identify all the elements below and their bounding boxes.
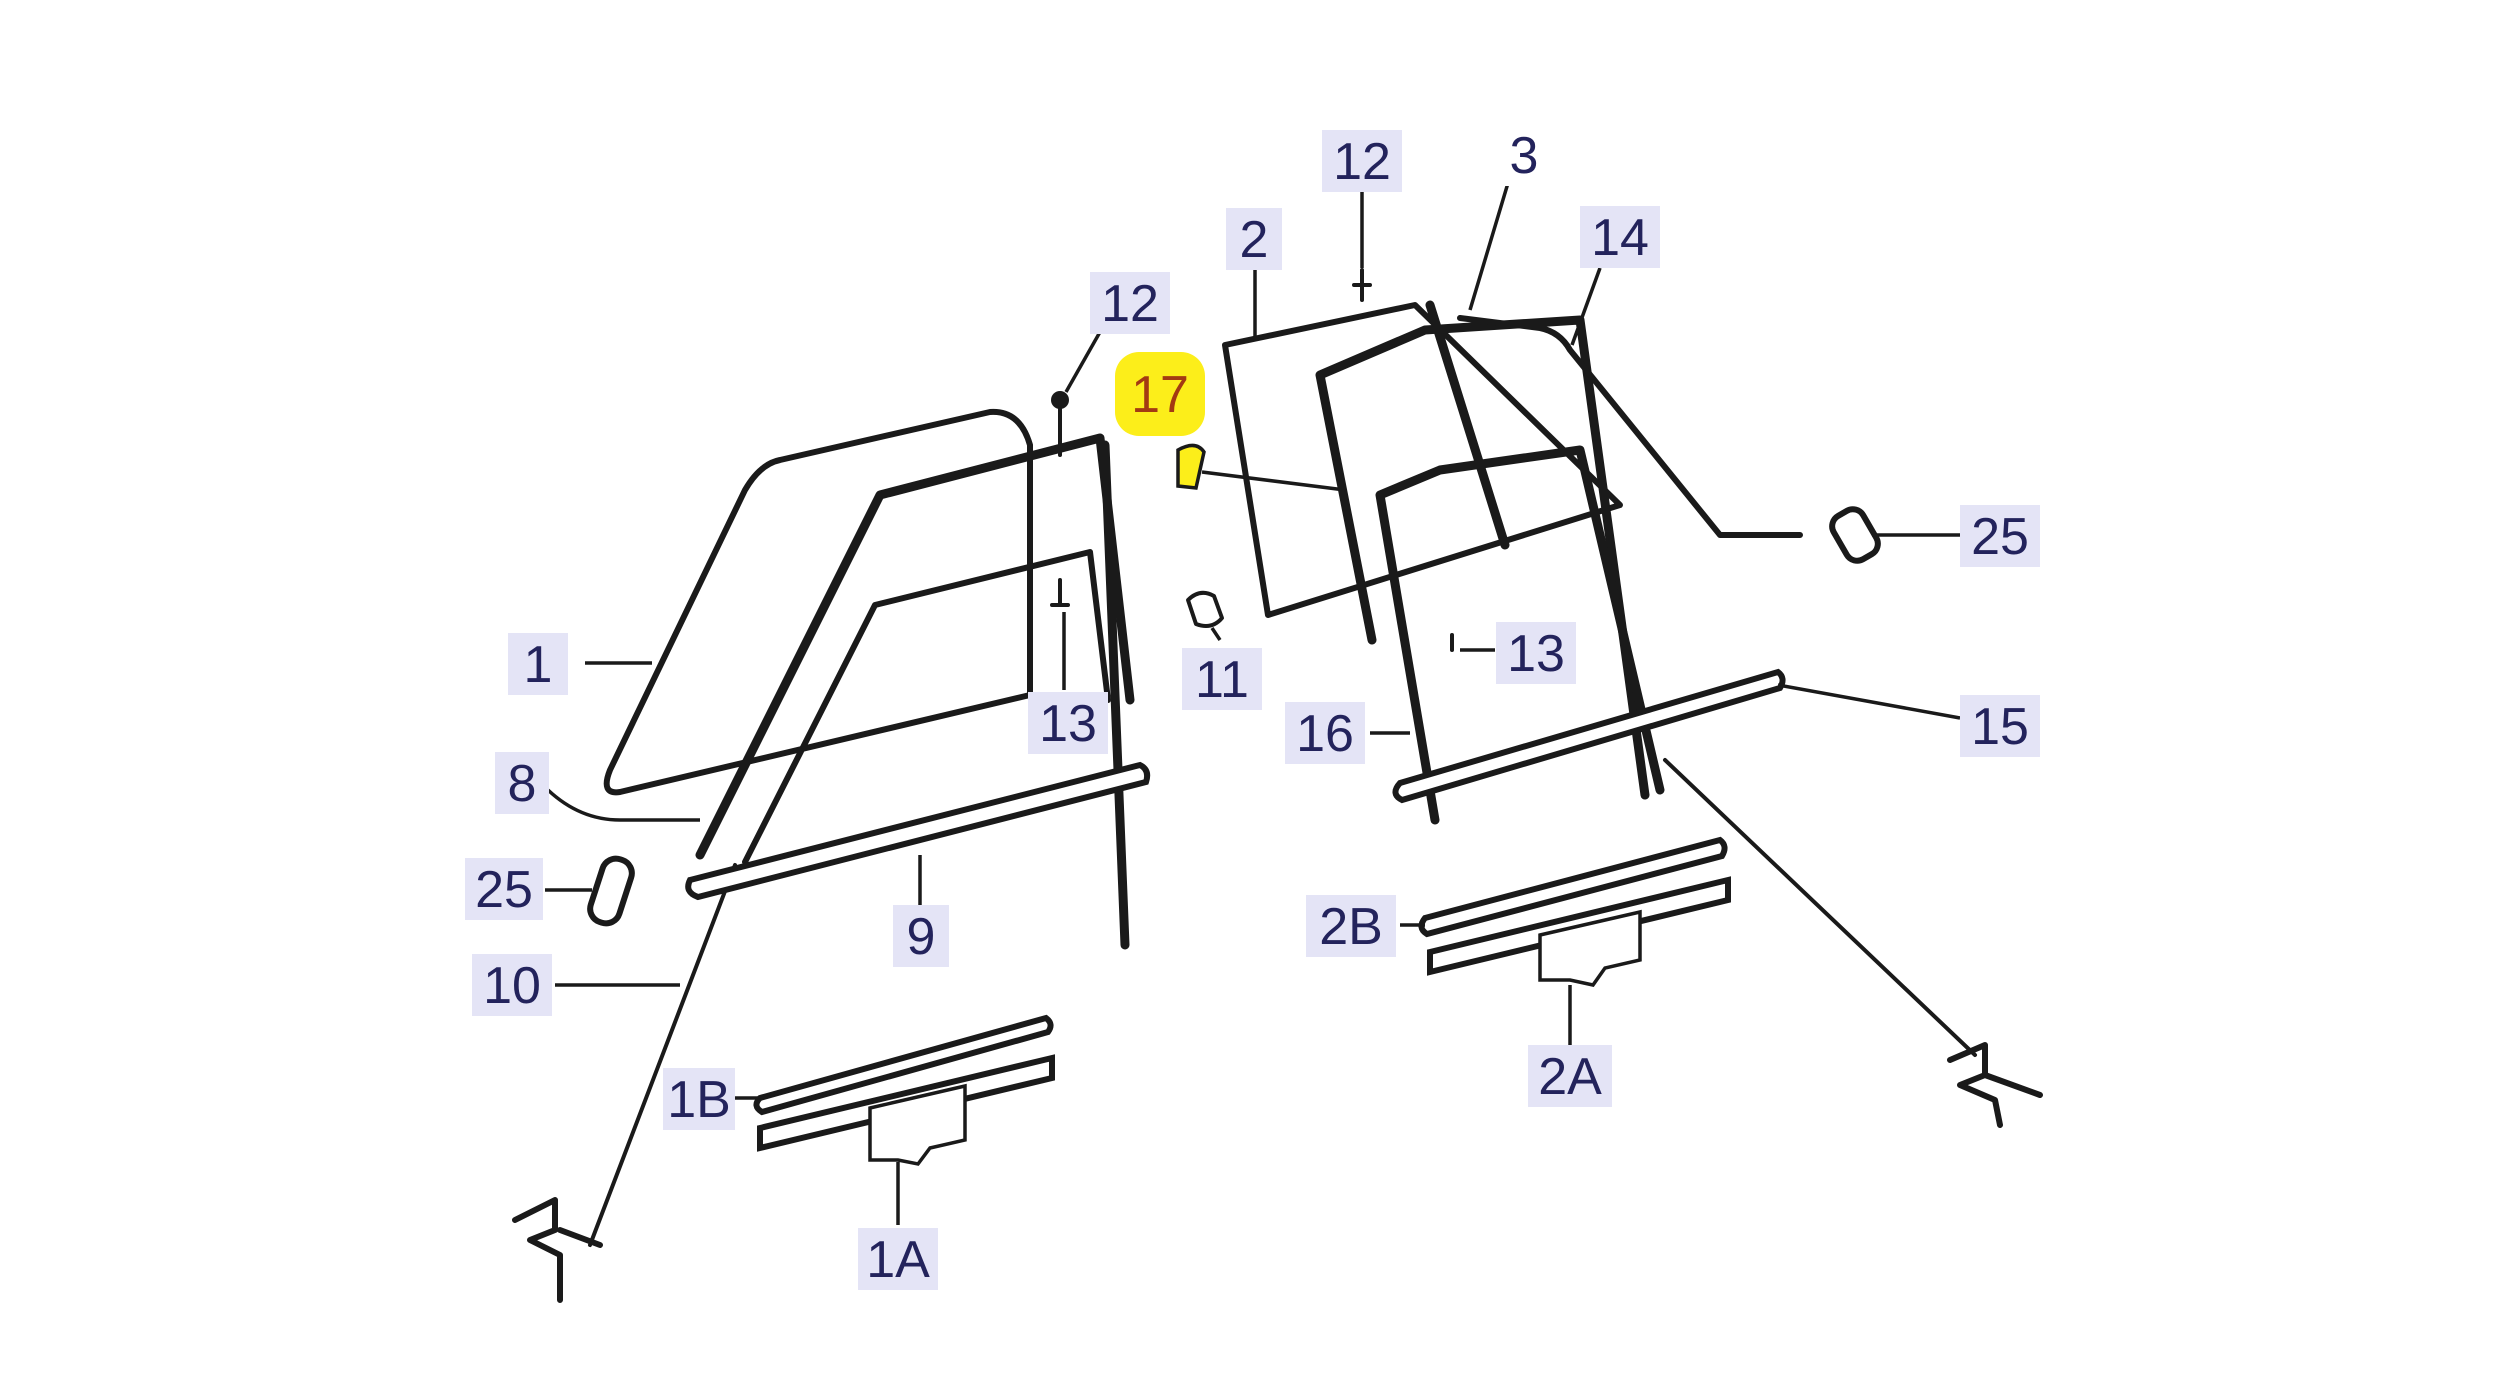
callout-12-left-text: 12 [1101,275,1159,333]
left-clip-shape [1186,590,1224,628]
callout-12-right: 12 [1322,130,1402,192]
callout-11-text: 11 [1195,651,1249,709]
callout-13-left-text: 13 [1039,695,1097,753]
right-top-screw-shape [1352,268,1372,302]
callout-25-right-text: 25 [1971,508,2029,566]
callout-3: 3 [1496,124,1552,186]
callout-25-left: 25 [465,858,543,920]
callout-15-text: 15 [1971,698,2029,756]
callout-12-left: 12 [1090,272,1170,334]
highlighted-part-17-shape [1176,443,1206,490]
left-linkage-bracket [512,1197,603,1303]
callout-2A: 2A [1528,1045,1612,1107]
callout-11: 11 [1182,648,1262,710]
callout-15: 15 [1960,695,2040,757]
callout-1A: 1A [858,1228,938,1290]
right-run-channel [1375,445,1665,825]
leader-12-left [1064,331,1102,393]
callout-3-text: 3 [1510,127,1539,185]
left-rear-channel [1100,440,1130,950]
leader-14 [1570,267,1602,346]
leader-15 [1777,683,1961,720]
callout-25-left-text: 25 [475,861,533,919]
leader-11 [1210,627,1222,641]
part-17-link [1201,470,1346,492]
callout-17-highlighted: 17 [1115,352,1205,436]
callout-14: 14 [1580,206,1660,268]
callout-25-right: 25 [1960,505,2040,567]
left-regulator-strip [753,1014,1054,1116]
left-lower-rod [588,863,737,1247]
left-top-screw-shape [1051,391,1069,409]
callout-2-text: 2 [1240,211,1269,269]
callout-9-text: 9 [907,908,936,966]
callout-1B-text: 1B [667,1071,731,1129]
callout-2A-text: 2A [1538,1048,1602,1106]
left-belt-molding [685,761,1151,901]
leader-3 [1468,182,1510,311]
callout-14-text: 14 [1591,209,1649,267]
right-regulator-bracket [1538,909,1642,987]
right-door-glass [1222,302,1623,618]
callout-1-text: 1 [524,636,553,694]
callout-2B: 2B [1306,895,1396,957]
right-upper-molding [1457,315,1803,538]
callout-1B: 1B [663,1068,735,1130]
left-sash-inner [742,549,1111,865]
right-divider [1425,300,1510,550]
callout-13-right: 13 [1496,622,1576,684]
callout-12-right-text: 12 [1333,133,1391,191]
callout-1A-text: 1A [866,1231,930,1289]
callout-8: 8 [495,752,549,814]
callout-8-text: 8 [508,755,537,813]
callout-16-text: 16 [1296,705,1354,763]
callout-9: 9 [893,905,949,967]
left-sash-seal [695,433,1135,860]
left-regulator-bracket [868,1083,967,1166]
right-bumper-shape [1829,506,1881,564]
right-linkage-bracket [1947,1042,2043,1128]
callout-16: 16 [1285,702,1365,764]
right-lower-rod [1663,758,1977,1057]
callout-17-text: 17 [1131,366,1189,424]
left-bumper-shape [587,855,635,927]
callout-10-text: 10 [483,957,541,1015]
callout-2: 2 [1226,208,1282,270]
callout-13-left: 13 [1028,692,1108,754]
callout-13-right-text: 13 [1507,625,1565,683]
leader-8 [546,788,700,822]
left-door-glass [603,408,1033,796]
callout-2B-text: 2B [1319,898,1383,956]
callout-10: 10 [472,954,552,1016]
right-belt-molding [1392,668,1786,804]
right-frame [1315,315,1650,800]
callout-1: 1 [508,633,568,695]
left-lower-screw-shape [1050,578,1070,607]
